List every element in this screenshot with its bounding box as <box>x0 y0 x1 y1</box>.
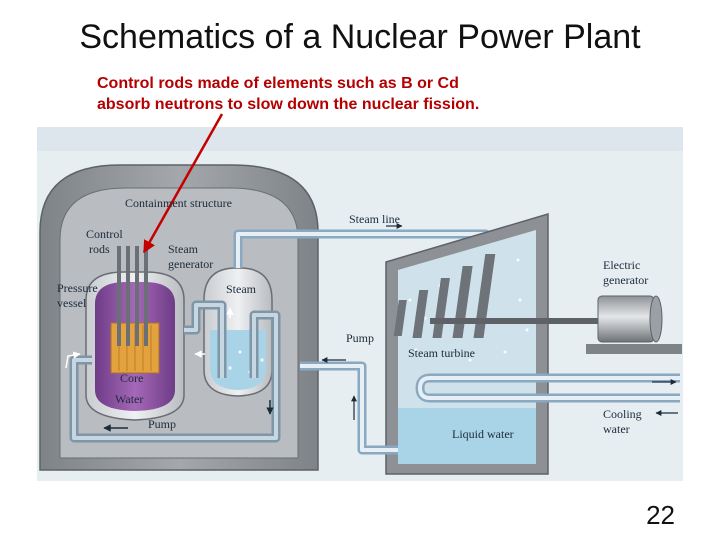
annotation-line-1: Control rods made of elements such as B … <box>97 75 459 92</box>
label-steam-turbine: Steam turbine <box>408 346 475 360</box>
label-steam-generator-line1: Steam <box>168 242 199 256</box>
label-control-rods-line2: rods <box>89 242 110 256</box>
label-cooling-water-line2: water <box>603 422 630 436</box>
slide-title: Schematics of a Nuclear Power Plant <box>79 18 641 56</box>
label-steam: Steam <box>226 282 257 296</box>
annotation-line-2: absorb neutrons to slow down the nuclear… <box>97 96 480 113</box>
electric-generator <box>597 295 655 343</box>
label-containment-structure: Containment structure <box>125 196 232 210</box>
slide-number: 22 <box>646 500 675 530</box>
annotation-arrow <box>142 113 224 254</box>
label-pump-right: Pump <box>346 331 374 345</box>
label-electric-generator-line2: generator <box>603 273 648 287</box>
liquid-water-pool <box>398 408 536 464</box>
control-rods <box>117 246 148 346</box>
label-electric-generator-line1: Electric <box>603 258 640 272</box>
label-core: Core <box>120 371 143 385</box>
label-pressure-vessel-line2: vessel <box>57 296 87 310</box>
label-steam-line: Steam line <box>349 212 400 226</box>
label-pump-left: Pump <box>148 417 176 431</box>
label-liquid-water: Liquid water <box>452 427 514 441</box>
turbine-shaft <box>430 318 600 324</box>
annotation-text: Control rods made of elements such as B … <box>97 73 617 115</box>
label-control-rods-line1: Control <box>86 227 123 241</box>
label-steam-generator-line2: generator <box>168 257 213 271</box>
label-water: Water <box>115 392 143 406</box>
label-cooling-water-line1: Cooling <box>603 407 642 421</box>
label-pressure-vessel-line1: Pressure <box>57 281 98 295</box>
